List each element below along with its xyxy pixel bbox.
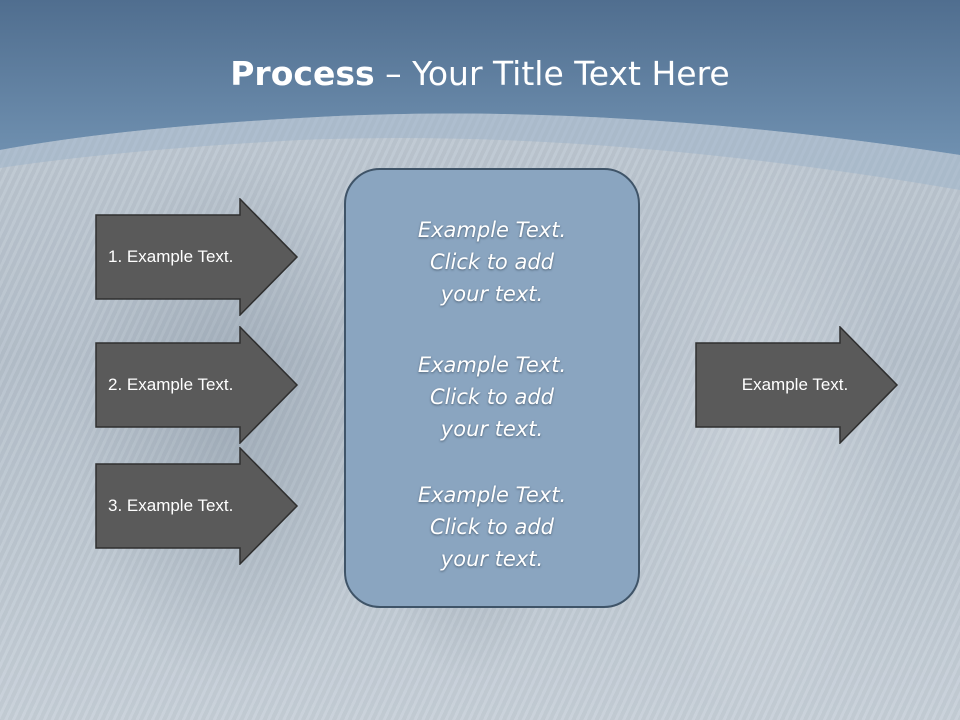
slide-title[interactable]: Process – Your Title Text Here — [0, 52, 960, 96]
arrow-label: Example Text. — [741, 375, 849, 394]
arrow-right-shape — [695, 326, 899, 444]
text-line: Click to add — [429, 515, 554, 539]
text-line: your text. — [440, 547, 544, 571]
text-line: your text. — [440, 282, 544, 306]
text-line: Example Text. — [417, 483, 567, 507]
process-arrow-1[interactable]: 1. Example Text. — [95, 198, 299, 316]
arrow-label: 2. Example Text. — [108, 375, 234, 394]
text-block-3[interactable]: Example Text. Click to add your text. — [346, 479, 638, 575]
text-line: Click to add — [429, 250, 554, 274]
arrow-right-shape — [95, 326, 299, 444]
text-line: Example Text. — [417, 353, 567, 377]
process-arrow-3[interactable]: 3. Example Text. — [95, 447, 299, 565]
text-line: Click to add — [429, 385, 554, 409]
text-line: your text. — [440, 417, 544, 441]
arrow-right-shape — [95, 447, 299, 565]
text-block-2[interactable]: Example Text. Click to add your text. — [346, 349, 638, 445]
header-band — [0, 0, 960, 190]
arrow-right-shape — [95, 198, 299, 316]
title-bold-part: Process — [230, 54, 375, 93]
arrow-label: 3. Example Text. — [108, 496, 234, 515]
text-block-1[interactable]: Example Text. Click to add your text. — [346, 214, 638, 310]
output-arrow[interactable]: Example Text. — [695, 326, 899, 444]
process-arrow-2[interactable]: 2. Example Text. — [95, 326, 299, 444]
text-line: Example Text. — [417, 218, 567, 242]
center-text-box[interactable]: Example Text. Click to add your text. Ex… — [344, 168, 640, 608]
title-rest-part: – Your Title Text Here — [374, 54, 730, 93]
arrow-label: 1. Example Text. — [108, 247, 234, 266]
